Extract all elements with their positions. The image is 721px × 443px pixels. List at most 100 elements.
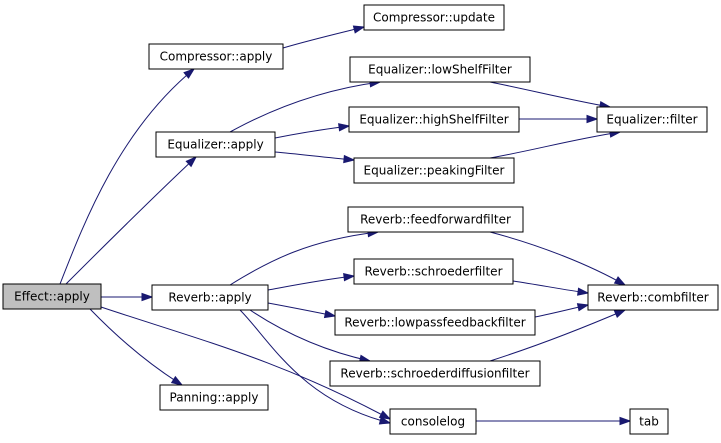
- node-label: tab: [639, 415, 659, 429]
- node-eq-high[interactable]: Equalizer::highShelfFilter: [348, 106, 520, 133]
- node-box[interactable]: [363, 4, 505, 31]
- node-box[interactable]: [148, 43, 284, 70]
- node-label: Reverb::apply: [168, 291, 251, 305]
- edge-eq-peak-to-eq-filter: [489, 129, 622, 159]
- node-rv-sd[interactable]: Reverb::schroederdiffusionfilter: [329, 360, 541, 387]
- node-rv-ff[interactable]: Reverb::feedforwardfilter: [347, 206, 524, 233]
- node-eq-filter[interactable]: Equalizer::filter: [596, 106, 708, 133]
- node-box[interactable]: [353, 258, 514, 285]
- arrowhead-icon: [619, 416, 632, 426]
- edge-line: [65, 156, 197, 285]
- edge-line: [274, 151, 355, 161]
- edge-line: [489, 131, 621, 159]
- edge-effect-apply-to-consolelog: [100, 306, 392, 420]
- node-compressor-update[interactable]: Compressor::update: [363, 4, 505, 31]
- edge-line: [100, 306, 391, 420]
- node-label: Equalizer::peakingFilter: [364, 164, 505, 178]
- edge-effect-apply-to-compressor-apply: [59, 68, 196, 285]
- node-box[interactable]: [159, 384, 269, 411]
- node-effect-apply[interactable]: Effect::apply: [2, 283, 102, 310]
- edge-line: [229, 231, 379, 286]
- node-box[interactable]: [2, 283, 102, 310]
- node-label: consolelog: [401, 415, 465, 429]
- arrowhead-icon: [378, 410, 392, 420]
- edge-reverb-apply-to-rv-sch: [267, 273, 356, 291]
- edge-line: [489, 231, 626, 286]
- edge-line: [489, 309, 626, 362]
- node-box[interactable]: [349, 56, 531, 83]
- node-box[interactable]: [329, 360, 541, 387]
- arrowhead-icon: [343, 273, 356, 282]
- edge-eq-low-to-eq-filter: [489, 81, 612, 110]
- arrowhead-icon: [613, 309, 627, 319]
- node-box[interactable]: [596, 106, 708, 133]
- node-label: Equalizer::apply: [167, 138, 263, 152]
- edge-compressor-apply-to-compressor-update: [282, 25, 366, 49]
- arrowhead-icon: [141, 292, 154, 302]
- node-box[interactable]: [348, 106, 520, 133]
- edge-reverb-apply-to-rv-lp: [267, 302, 337, 319]
- arrowhead-icon: [576, 303, 590, 312]
- node-label: Panning::apply: [170, 391, 259, 405]
- edge-consolelog-to-tab: [475, 416, 632, 426]
- node-rv-comb[interactable]: Reverb::combfilter: [587, 284, 719, 311]
- edge-line: [489, 81, 611, 108]
- edge-line: [274, 125, 350, 139]
- arrowhead-icon: [338, 123, 351, 132]
- edge-reverb-apply-to-consolelog: [239, 309, 392, 425]
- node-box[interactable]: [151, 284, 269, 311]
- node-box[interactable]: [155, 131, 276, 158]
- node-box[interactable]: [353, 157, 515, 184]
- node-label: Equalizer::lowShelfFilter: [368, 63, 512, 77]
- arrowhead-icon: [352, 25, 366, 34]
- node-panning-apply[interactable]: Panning::apply: [159, 384, 269, 411]
- node-rv-lp[interactable]: Reverb::lowpassfeedbackfilter: [334, 309, 536, 336]
- edge-line: [89, 308, 183, 386]
- node-label: Effect::apply: [14, 290, 90, 304]
- node-label: Reverb::combfilter: [597, 291, 709, 305]
- node-label: Reverb::schroederfilter: [365, 265, 503, 279]
- edge-rv-sch-to-rv-comb: [512, 280, 590, 296]
- node-box[interactable]: [334, 309, 536, 336]
- node-eq-peak[interactable]: Equalizer::peakingFilter: [353, 157, 515, 184]
- edge-effect-apply-to-reverb-apply: [101, 292, 154, 302]
- arrowhead-icon: [378, 416, 392, 425]
- node-rv-sch[interactable]: Reverb::schroederfilter: [353, 258, 514, 285]
- edge-line: [267, 275, 355, 291]
- edge-line: [229, 81, 381, 133]
- node-label: Compressor::update: [373, 11, 495, 25]
- arrowhead-icon: [586, 114, 599, 124]
- edge-eq-high-to-eq-filter: [518, 114, 599, 124]
- edge-equalizer-apply-to-eq-high: [274, 123, 351, 139]
- node-equalizer-apply[interactable]: Equalizer::apply: [155, 131, 276, 158]
- edge-line: [282, 26, 365, 49]
- node-tab[interactable]: tab: [629, 408, 669, 435]
- edge-line: [239, 309, 391, 424]
- node-box[interactable]: [587, 284, 719, 311]
- node-label: Reverb::lowpassfeedbackfilter: [344, 316, 525, 330]
- node-box[interactable]: [629, 408, 669, 435]
- arrowhead-icon: [323, 309, 337, 319]
- arrowhead-icon: [577, 287, 590, 296]
- edge-effect-apply-to-panning-apply: [89, 308, 184, 386]
- arrowhead-icon: [183, 68, 196, 79]
- node-label: Reverb::feedforwardfilter: [360, 213, 511, 227]
- edge-line: [249, 309, 371, 362]
- node-consolelog[interactable]: consolelog: [389, 408, 477, 435]
- edge-rv-sd-to-rv-comb: [489, 309, 627, 362]
- node-label: Equalizer::highShelfFilter: [359, 113, 508, 127]
- arrowhead-icon: [343, 154, 356, 164]
- edge-equalizer-apply-to-eq-peak: [274, 151, 356, 164]
- edge-rv-lp-to-rv-comb: [534, 303, 590, 318]
- arrowhead-icon: [170, 375, 184, 386]
- node-label: Equalizer::filter: [606, 113, 697, 127]
- edges-layer: [59, 25, 632, 426]
- node-box[interactable]: [347, 206, 524, 233]
- nodes-layer: Effect::apply Compressor::apply Compressor…: [2, 4, 719, 435]
- edge-effect-apply-to-equalizer-apply: [65, 155, 198, 285]
- node-eq-low[interactable]: Equalizer::lowShelfFilter: [349, 56, 531, 83]
- node-compressor-apply[interactable]: Compressor::apply: [148, 43, 284, 70]
- node-reverb-apply[interactable]: Reverb::apply: [151, 284, 269, 311]
- node-box[interactable]: [389, 408, 477, 435]
